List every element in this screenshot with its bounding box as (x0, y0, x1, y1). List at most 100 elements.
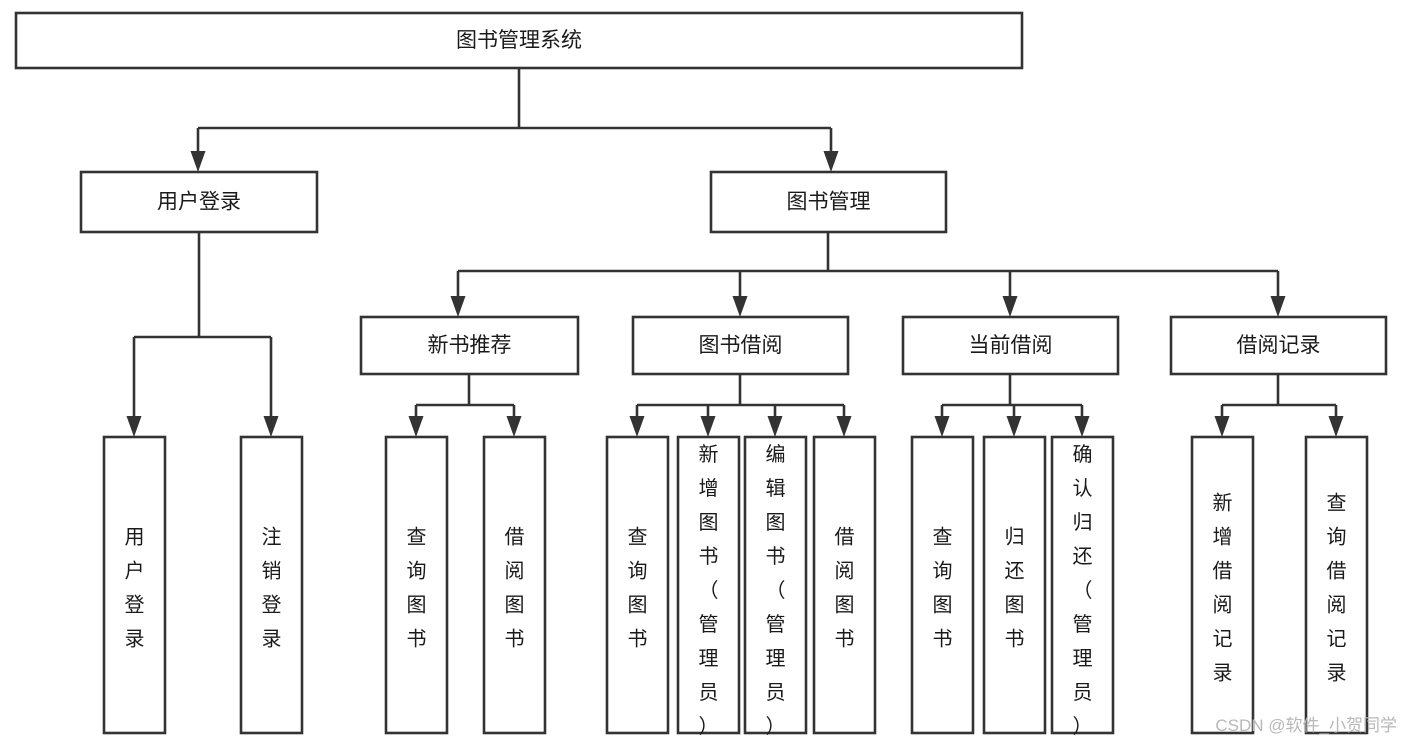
node-box[interactable] (359, 315, 580, 376)
node-label-char: 还 (1073, 545, 1093, 568)
node-label-char: 书 (699, 545, 719, 568)
node-label-char: 登 (262, 594, 282, 617)
node-label-char: 询 (933, 560, 953, 583)
node-label-char: 阅 (505, 560, 525, 583)
node-label-char: 查 (407, 526, 427, 549)
node-label-char: ） (1073, 715, 1093, 738)
arrow-head-icon (1328, 416, 1344, 437)
node-label-char: 图 (766, 512, 786, 534)
node-label-char: 员 (699, 682, 719, 704)
arrow-head-icon (1006, 416, 1022, 437)
node-label-char: （ (1073, 579, 1093, 602)
node-new-book-recommend[interactable]: 新书推荐 (359, 315, 580, 376)
node-label-char: 书 (766, 545, 786, 568)
node-label-char: （ (699, 579, 719, 602)
node-box[interactable] (982, 435, 1047, 735)
node-box[interactable] (676, 435, 741, 735)
node-borrow-record[interactable]: 借阅记录 (1169, 315, 1388, 376)
node-label-char: 图 (505, 595, 525, 617)
node-label-char: 登 (125, 594, 145, 617)
node-box[interactable] (605, 435, 670, 735)
node-label-char: 新 (1213, 492, 1233, 515)
node-label-char: 阅 (835, 560, 855, 583)
arrow-head-icon (836, 416, 852, 437)
node-box[interactable] (79, 170, 319, 234)
node-label-char: 员 (766, 682, 786, 704)
node-box[interactable] (1190, 435, 1255, 735)
node-current-borrow[interactable]: 当前借阅 (901, 315, 1120, 376)
node-label-char: 增 (1213, 526, 1233, 549)
node-box[interactable] (482, 435, 547, 735)
node-label-char: 记 (1327, 628, 1347, 651)
node-layer: 图书管理系统用户登录用户登录注销登录图书管理新书推荐查询图书借阅图书图书借阅查询… (14, 11, 1388, 738)
node-label: 图书管理系统 (456, 29, 582, 52)
node-label-char: 阅 (1327, 594, 1347, 617)
node-label-char: 记 (1213, 628, 1233, 651)
node-label-char: 书 (407, 628, 427, 651)
node-box[interactable] (631, 315, 850, 376)
node-box[interactable] (14, 11, 1024, 70)
node-label-char: 图 (933, 595, 953, 617)
node-book-manage[interactable]: 图书管理 (709, 170, 948, 234)
node-label-char: 管 (766, 613, 786, 636)
node-label-char: 录 (125, 629, 145, 651)
node-label-char: 录 (262, 629, 282, 651)
node-label-char: 询 (1327, 526, 1347, 549)
arrow-head-icon (1270, 296, 1286, 317)
node-book-borrow[interactable]: 图书借阅 (631, 315, 850, 376)
node-user-login[interactable]: 用户登录 (79, 170, 319, 234)
node-label-char: 图 (699, 512, 719, 534)
node-label-char: 图 (407, 595, 427, 617)
node-label-char: 辑 (766, 477, 786, 500)
arrow-head-icon (408, 416, 424, 437)
node-box[interactable] (1050, 435, 1115, 735)
node-box[interactable] (239, 435, 304, 735)
node-label-char: ） (699, 715, 719, 738)
node-label-char: 阅 (1213, 594, 1233, 617)
node-box[interactable] (1169, 315, 1388, 376)
node-root[interactable]: 图书管理系统 (14, 11, 1024, 70)
connector-layer (126, 68, 1344, 437)
node-label: 新书推荐 (428, 334, 512, 357)
node-user-login-do[interactable]: 用户登录 (102, 435, 167, 735)
node-box[interactable] (901, 315, 1120, 376)
node-label-char: 借 (835, 526, 855, 549)
node-label-char: ） (766, 715, 786, 738)
node-box[interactable] (743, 435, 808, 735)
arrow-head-icon (263, 416, 279, 437)
node-label: 图书管理 (787, 191, 871, 214)
node-box[interactable] (102, 435, 167, 735)
node-box[interactable] (812, 435, 877, 735)
node-box[interactable] (709, 170, 948, 234)
node-label-char: 图 (628, 595, 648, 617)
arrow-head-icon (1214, 416, 1230, 437)
node-label-char: 新 (699, 443, 719, 466)
node-box[interactable] (384, 435, 449, 735)
node-label-char: 录 (1213, 663, 1233, 685)
arrow-head-icon (823, 151, 839, 172)
arrow-head-icon (732, 296, 748, 317)
node-label-char: 询 (628, 560, 648, 583)
node-label-char: 销 (262, 560, 282, 583)
node-label-char: 增 (699, 477, 719, 500)
node-label-char: 借 (505, 526, 525, 549)
node-box[interactable] (1304, 435, 1369, 735)
node-label-char: 理 (1073, 648, 1093, 670)
node-box[interactable] (910, 435, 975, 735)
arrow-head-icon (126, 416, 142, 437)
node-label-char: 管 (1073, 613, 1093, 636)
node-label-char: 录 (1327, 663, 1347, 685)
